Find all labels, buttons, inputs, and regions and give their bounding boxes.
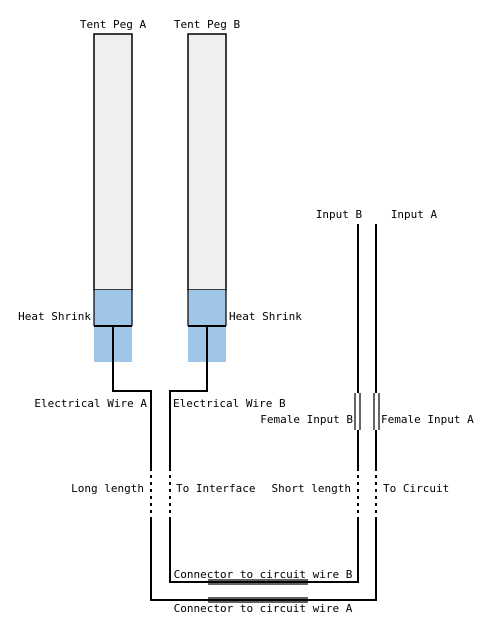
tent-peg-b (187, 33, 227, 362)
label-heat-shrink-a: Heat Shrink (18, 310, 91, 323)
label-female-input-b: Female Input B (260, 413, 353, 426)
label-connector-a: Connector to circuit wire A (174, 602, 353, 615)
connector-b (208, 520, 359, 585)
label-connector-b: Connector to circuit wire B (174, 568, 353, 581)
tent-peg-a (93, 33, 133, 362)
connector-a (208, 520, 377, 603)
label-long-length: Long length (71, 482, 144, 495)
label-tent-peg-a: Tent Peg A (80, 18, 147, 31)
input-b-wire (354, 224, 361, 520)
electrical-wire-a (112, 326, 308, 601)
label-electrical-wire-b: Electrical Wire B (173, 397, 286, 410)
label-to-interface: To Interface (176, 482, 255, 495)
input-a-wire (373, 224, 380, 520)
label-input-b: Input B (316, 208, 363, 221)
tent-peg-a-body (93, 33, 133, 291)
label-short-length: Short length (272, 482, 351, 495)
label-input-a: Input A (391, 208, 438, 221)
label-female-input-a: Female Input A (381, 413, 474, 426)
label-to-circuit: To Circuit (383, 482, 449, 495)
label-tent-peg-b: Tent Peg B (174, 18, 241, 31)
label-heat-shrink-b: Heat Shrink (229, 310, 302, 323)
label-electrical-wire-a: Electrical Wire A (34, 397, 147, 410)
tent-peg-b-body (187, 33, 227, 291)
electrical-wire-b (169, 326, 308, 583)
